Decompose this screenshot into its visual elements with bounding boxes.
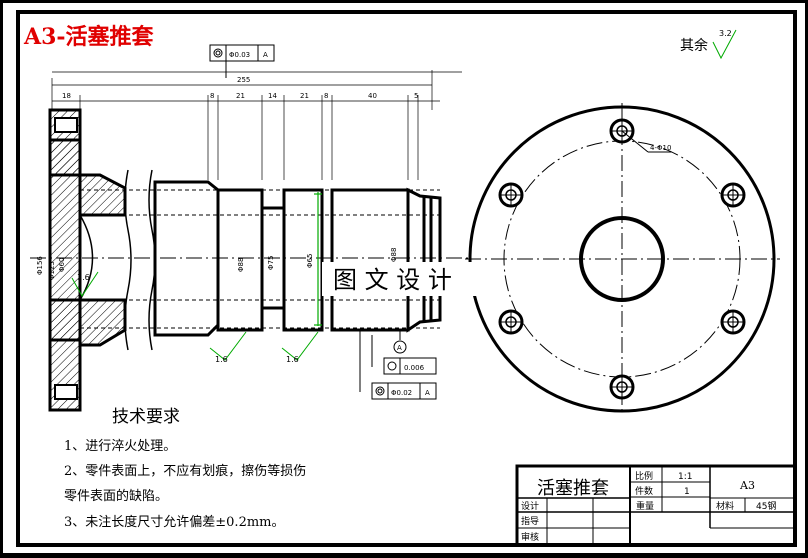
bolt-hole-4 [720, 182, 746, 208]
diameter-labels: Φ156 Φ125 Φ60 Φ88 Φ75 Φ65 Φ88 [36, 248, 398, 280]
tolerance-top-value: Φ0.03 [229, 51, 250, 59]
bolt-holes [498, 118, 746, 400]
hole-callout: 4-Φ10 [621, 130, 672, 153]
flange-section [48, 108, 127, 412]
svg-text:4-Φ10: 4-Φ10 [650, 144, 671, 152]
title-block [515, 464, 797, 547]
svg-text:255: 255 [237, 76, 250, 84]
requirement-2: 2、零件表面上，不应有划痕，擦伤等损伤 [64, 463, 306, 479]
svg-text:40: 40 [368, 92, 377, 100]
svg-text:Φ60: Φ60 [58, 258, 66, 272]
green-markers [314, 192, 322, 326]
bolt-hole-5 [498, 309, 524, 335]
svg-text:Φ125: Φ125 [48, 261, 56, 280]
tolerance-frame-mid: 0.006 [371, 335, 437, 375]
end-view [465, 103, 780, 415]
tolerance-frame-top: Φ0.03 A [209, 44, 275, 78]
svg-text:3.2: 3.2 [719, 29, 732, 38]
title-block-part-name: 活塞推套 [537, 478, 609, 499]
svg-text:Φ75: Φ75 [267, 256, 275, 270]
break-line-right [148, 169, 156, 351]
svg-text:14: 14 [268, 92, 277, 100]
tolerance-top-datum: A [263, 51, 268, 59]
title-block-qty-label: 件数 [635, 485, 653, 497]
svg-text:5: 5 [414, 92, 418, 100]
title-block-designer: 设计 [521, 500, 539, 512]
title-block-weight-label: 重量 [636, 500, 654, 512]
drawing-title: A3-活塞推套 [23, 24, 154, 50]
watermark: 图 文 设 计 [333, 266, 452, 294]
svg-text:8: 8 [324, 92, 328, 100]
title-block-scale-label: 比例 [635, 470, 653, 482]
drawing-border [16, 10, 797, 547]
roughness-symbol-3: 1.6 [281, 331, 319, 364]
svg-text:8: 8 [210, 92, 214, 100]
bolt-hole-2 [609, 374, 635, 400]
break-line-left [124, 169, 132, 351]
title-block-checker: 指导 [521, 515, 539, 527]
svg-text:1.6: 1.6 [77, 273, 90, 282]
svg-text:A: A [397, 344, 402, 352]
svg-text:Φ0.02: Φ0.02 [391, 389, 412, 397]
svg-text:Φ88: Φ88 [390, 248, 398, 262]
title-block-qty-value: 1 [684, 487, 690, 497]
watermark-bg [322, 262, 484, 296]
requirement-1: 1、进行淬火处理。 [64, 439, 176, 454]
requirement-4: 3、未注长度尺寸允许偏差±0.2mm。 [64, 514, 285, 530]
requirements-title: 技术要求 [112, 407, 180, 427]
title-block-material-label: 材料 [716, 500, 734, 512]
bolt-hole-3 [498, 182, 524, 208]
svg-text:Φ88: Φ88 [237, 258, 245, 272]
bolt-hole-6 [720, 309, 746, 335]
title-block-material-value: 45钢 [756, 500, 776, 512]
requirement-3: 零件表面的缺陷。 [64, 488, 168, 504]
roughness-symbol-1: 1.6 [71, 271, 99, 297]
roughness-symbol-rest: 3.2 [712, 29, 737, 60]
datum-marker: A [393, 330, 407, 354]
svg-text:1.6: 1.6 [286, 355, 299, 364]
svg-text:21: 21 [236, 92, 245, 100]
tolerance-frame-bottom: Φ0.02 A [359, 330, 437, 400]
svg-text:18: 18 [62, 92, 71, 100]
dimension-overall: 255 [51, 70, 433, 110]
title-block-reviewer: 审核 [521, 531, 539, 543]
svg-text:Φ65: Φ65 [306, 254, 314, 268]
svg-text:21: 21 [300, 92, 309, 100]
svg-text:Φ156: Φ156 [36, 256, 44, 275]
svg-text:A: A [425, 389, 430, 397]
title-block-drawing-no: A3 [739, 479, 755, 492]
hidden-lines [80, 189, 440, 329]
svg-text:1.6: 1.6 [215, 355, 228, 364]
roughness-symbol-2: 1.6 [209, 331, 247, 364]
roughness-rest-label: 其余 [680, 37, 708, 54]
svg-text:0.006: 0.006 [404, 364, 425, 372]
dimension-segments: 18 8 21 14 21 8 40 5 [52, 92, 440, 180]
title-block-scale-value: 1:1 [678, 472, 692, 482]
